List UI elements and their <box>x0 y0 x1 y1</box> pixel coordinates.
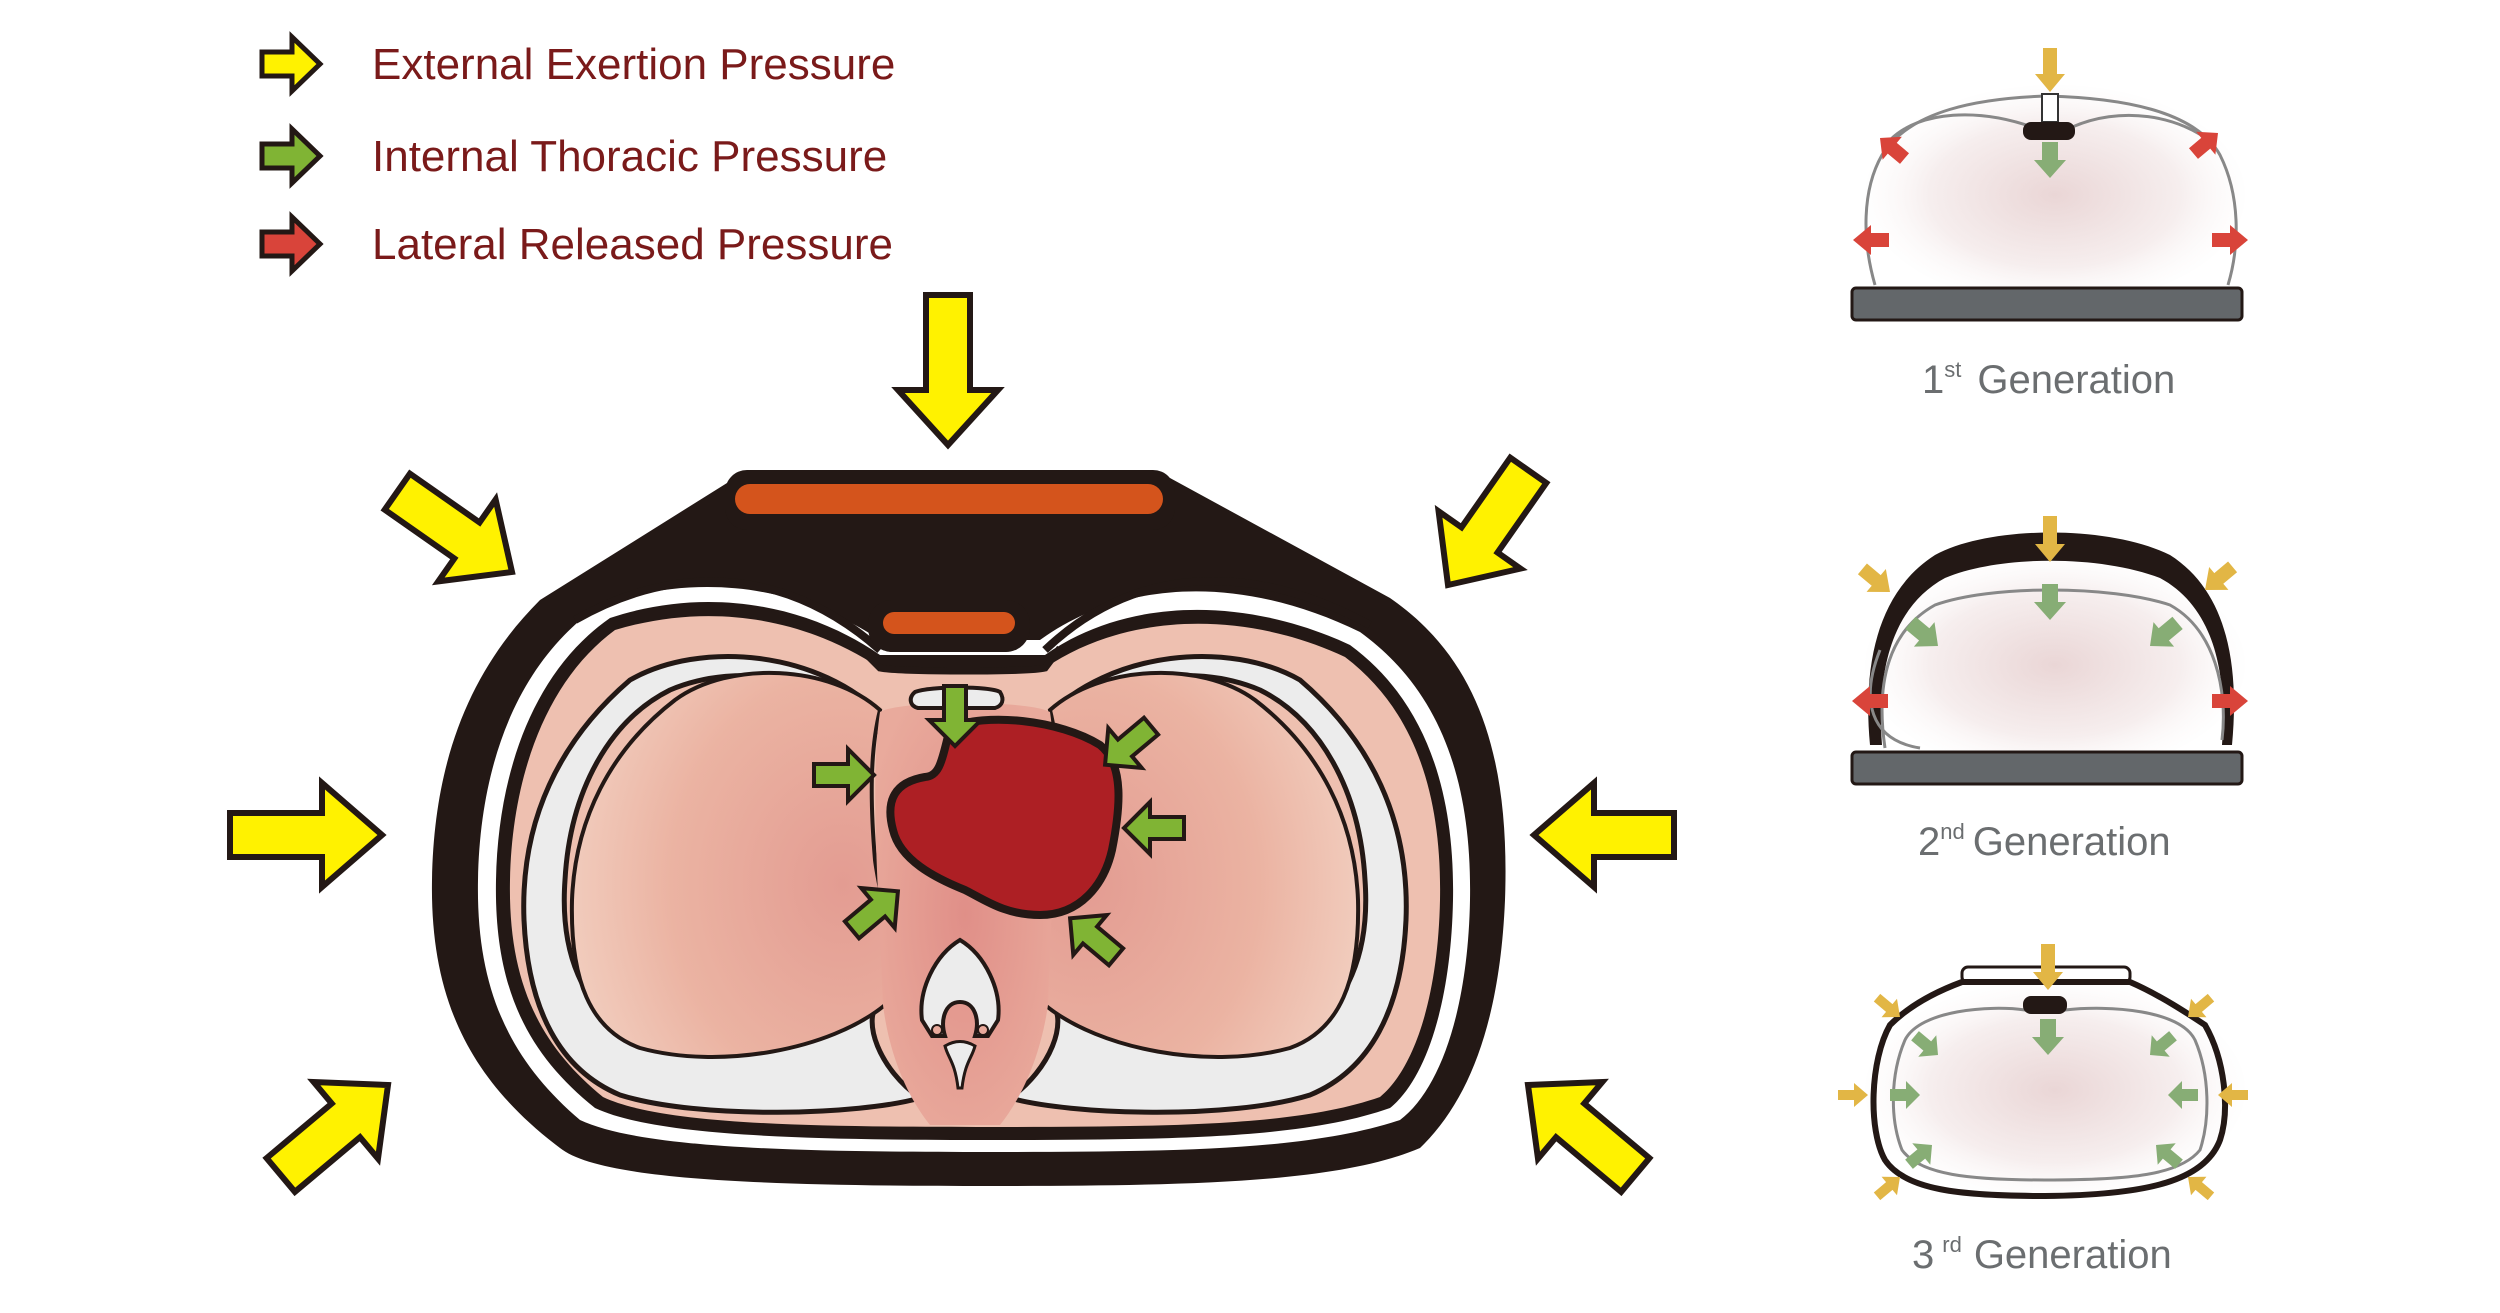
panel1-lateral-arrow-icon <box>1880 136 1910 164</box>
panel1-lateral-arrow-icon <box>2188 131 2218 159</box>
yellow-arrow-lower-left-icon <box>262 1078 392 1197</box>
rib-right <box>1004 653 1409 1115</box>
green-arrow-icon <box>924 684 986 749</box>
legend-label-external: External Exertion Pressure <box>372 40 895 89</box>
panel3-internal-arrow-icon <box>2156 1143 2183 1169</box>
rib-left <box>521 653 926 1115</box>
panel3-internal-arrow-icon <box>1911 1031 1938 1057</box>
panel1-board <box>1850 286 2244 322</box>
panel3-internal-arrow-icon <box>2150 1031 2177 1057</box>
panel2-internal-arrow-icon <box>2150 616 2183 647</box>
panel3-internal-arrow-icon <box>2168 1081 2198 1109</box>
panel3-external-arrow-icon <box>2033 944 2063 990</box>
left-lung <box>569 670 893 1059</box>
yellow-arrow-right-icon <box>1529 776 1677 894</box>
piston-pad <box>883 612 1015 634</box>
legend-item-internal: Internal Thoracic Pressure <box>259 123 887 189</box>
panel3-external-arrow-icon <box>1838 1083 1868 1107</box>
panel3-internal-arrow-icon <box>2032 1019 2064 1055</box>
green-arrow-icon <box>842 885 901 942</box>
panel3-external-arrow-icon <box>2188 1176 2215 1201</box>
panel1-piston <box>2023 122 2075 140</box>
panel2-lateral-arrow-icon <box>2212 686 2248 716</box>
panel2-external-arrow-icon <box>2205 561 2238 590</box>
panel2-internal-arrow-icon <box>1905 616 1938 647</box>
panel2-external-arrow-icon <box>1857 563 1890 592</box>
green-arrow-icon <box>1121 797 1186 859</box>
sternal-depression <box>857 645 1063 675</box>
panel3-internal-arrow-icon <box>1890 1081 1920 1109</box>
piston-rod-right <box>997 530 1009 612</box>
panel1-lateral-arrow-icon <box>2212 225 2248 255</box>
yellow-arrow-left-icon <box>227 776 387 894</box>
external-arrows <box>227 292 1677 1197</box>
spine-vertebra <box>919 937 1001 1090</box>
yellow-arrow-upper-left-icon <box>380 469 516 586</box>
compression-plate <box>735 484 1163 514</box>
main-thorax-diagram <box>227 292 1677 1197</box>
legend-label-internal: Internal Thoracic Pressure <box>372 132 887 181</box>
panel3-external-arrow-icon <box>1873 1176 1900 1201</box>
yellow-arrow-upper-right-icon <box>1434 453 1551 589</box>
panel3-external-arrow-icon <box>1873 993 1900 1018</box>
piston-rod-left <box>888 530 900 612</box>
legend-item-external: External Exertion Pressure <box>259 31 895 97</box>
legend-label-lateral: Lateral Released Pressure <box>372 220 893 269</box>
internal-arrows <box>812 684 1186 969</box>
legend: External Exertion Pressure Internal Thor… <box>259 31 895 277</box>
skin-fold-line-right <box>1042 577 1372 653</box>
skin-fold-line <box>573 577 883 653</box>
panel3-piston <box>2023 996 2067 1014</box>
yellow-arrow-icon <box>259 31 324 97</box>
panel2-board <box>1850 750 2244 786</box>
yellow-arrow-lower-right-icon <box>1524 1078 1654 1197</box>
panel1-internal-arrow-icon <box>2034 142 2066 178</box>
heart <box>886 715 1123 920</box>
panel3-vest <box>1870 979 2228 1200</box>
panel1-external-arrow-icon <box>2035 48 2065 92</box>
red-arrow-icon <box>259 211 324 277</box>
yellow-arrow-top-icon <box>891 292 1005 450</box>
green-arrow-icon <box>1102 714 1161 771</box>
green-arrow-icon <box>259 123 324 189</box>
panel2-lateral-arrow-icon <box>1852 686 1888 716</box>
panel3-external-arrow-icon <box>2188 993 2215 1018</box>
legend-item-lateral: Lateral Released Pressure <box>259 211 893 277</box>
panel3-external-arrow-icon <box>2218 1083 2248 1107</box>
panel3-internal-arrow-icon <box>1905 1143 1932 1169</box>
green-arrow-icon <box>1067 912 1126 969</box>
panel2-internal-arrow-icon <box>2034 584 2066 620</box>
panel2-external-arrow-icon <box>2035 516 2065 562</box>
panel1-lateral-arrow-icon <box>1853 225 1889 255</box>
green-arrow-icon <box>812 744 877 806</box>
